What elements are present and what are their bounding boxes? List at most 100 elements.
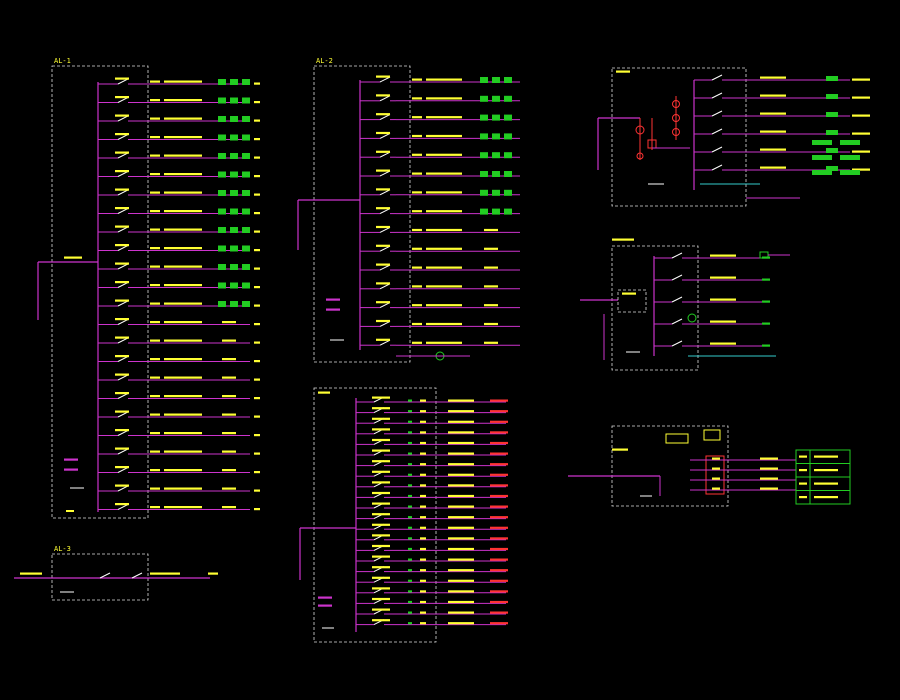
branch-breaker xyxy=(117,337,129,344)
cable-spec xyxy=(164,302,202,305)
circuit-id xyxy=(372,597,390,601)
cable-spec xyxy=(426,304,462,307)
terminal-label xyxy=(712,487,720,490)
phase-label xyxy=(150,506,160,509)
contact-symbol xyxy=(408,579,412,582)
phase-label xyxy=(150,247,160,250)
cable-spec xyxy=(426,266,462,269)
load-label xyxy=(852,96,870,99)
cable-spec xyxy=(710,298,736,301)
load-label xyxy=(490,611,508,614)
panel-4-frame xyxy=(611,67,747,207)
circuit-id xyxy=(376,263,390,266)
circuit-id xyxy=(376,113,390,116)
phase-label xyxy=(420,547,426,551)
branch-breaker xyxy=(379,226,391,233)
cable-spec xyxy=(760,166,786,169)
branch-breaker xyxy=(379,151,391,158)
load-device xyxy=(480,133,488,140)
contact-symbol xyxy=(408,611,412,614)
branch-breaker xyxy=(379,170,391,177)
phase-label xyxy=(412,97,422,100)
load-device xyxy=(218,245,226,252)
phase-label xyxy=(150,376,160,379)
phase-label xyxy=(150,228,160,231)
cable-spec xyxy=(164,191,202,194)
load-device xyxy=(218,79,226,85)
phase-label xyxy=(150,80,160,83)
load-device xyxy=(492,171,500,177)
phase-label xyxy=(412,134,422,138)
load-device xyxy=(230,208,238,215)
phase-label xyxy=(420,484,426,487)
cable-spec xyxy=(710,276,736,279)
circuit-id xyxy=(372,566,390,569)
cable-spec xyxy=(710,342,736,345)
load-label xyxy=(222,487,236,490)
load-label xyxy=(490,452,508,455)
cable-spec xyxy=(760,457,778,460)
cable-spec xyxy=(760,94,786,97)
load-label xyxy=(490,590,508,593)
phase-label xyxy=(150,117,160,120)
load-device xyxy=(230,134,238,141)
load-label xyxy=(490,579,508,582)
load-device xyxy=(840,155,860,160)
branch-breaker xyxy=(379,208,391,215)
branch-breaker xyxy=(117,374,129,381)
load-device xyxy=(480,114,488,121)
panel-6-title xyxy=(612,448,628,451)
circuit-id xyxy=(372,502,390,505)
phase-label xyxy=(420,622,426,625)
circuit-id xyxy=(372,417,390,420)
circuit-end-label xyxy=(254,82,260,85)
phase-label xyxy=(412,153,422,156)
load-label xyxy=(490,399,508,402)
circuit-id xyxy=(115,133,129,136)
phase-label xyxy=(420,473,426,476)
branch-breaker xyxy=(117,152,129,159)
load-label xyxy=(222,450,236,453)
load-device xyxy=(218,97,226,104)
circuit-id xyxy=(376,150,390,153)
phase-label xyxy=(420,452,426,455)
panel-3-frame xyxy=(313,387,437,643)
phase-label xyxy=(420,463,426,466)
load-device xyxy=(242,79,250,85)
circuit-id xyxy=(376,207,390,210)
cable-spec xyxy=(448,399,474,402)
phase-label xyxy=(420,494,426,498)
load-device xyxy=(242,97,250,104)
load-device xyxy=(812,155,832,160)
load-label xyxy=(222,358,236,361)
load-device xyxy=(218,301,226,307)
circuit-id xyxy=(115,299,129,302)
load-label xyxy=(222,376,236,379)
phase-label xyxy=(150,450,160,453)
phase-label xyxy=(150,210,160,213)
load-label xyxy=(490,463,508,466)
circuit-id xyxy=(115,355,129,358)
meter-label xyxy=(622,292,636,295)
circuit-id xyxy=(372,523,390,526)
circuit-end-label xyxy=(254,360,260,363)
phase-label xyxy=(420,590,426,593)
phase-label xyxy=(420,420,426,423)
circuit-id xyxy=(115,429,129,432)
circuit-id xyxy=(376,75,390,78)
load-device xyxy=(218,153,226,159)
cable-spec xyxy=(426,210,462,213)
load-device xyxy=(242,264,250,270)
panel-note xyxy=(318,596,332,599)
phase-label xyxy=(412,191,422,194)
load-device xyxy=(480,171,488,177)
load-label xyxy=(490,526,508,529)
relay-box xyxy=(703,429,721,441)
load-device xyxy=(840,170,860,175)
branch-breaker xyxy=(711,74,723,81)
load-device xyxy=(242,227,250,233)
cable-spec xyxy=(760,477,778,480)
load-device xyxy=(492,152,500,159)
feeder-label xyxy=(20,572,42,575)
cable-spec xyxy=(164,321,202,324)
